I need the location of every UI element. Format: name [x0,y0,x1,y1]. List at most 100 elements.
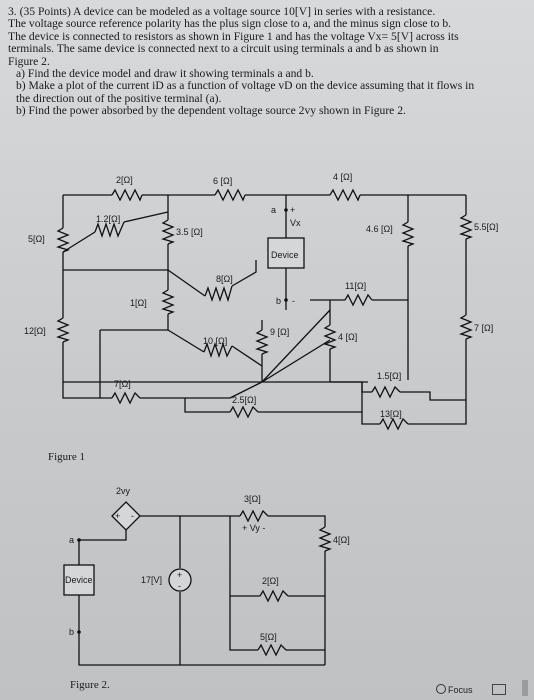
label-4-6ohm: 4.6 [Ω] [366,224,393,234]
resistor-2ohm [259,589,289,603]
wire [62,382,230,399]
label-5ohm: 5[Ω] [28,234,45,244]
resistor-4ohm-top [329,188,361,202]
label-7ohm-right: 7 [Ω] [474,323,493,333]
problem-statement: 3. (35 Points) A device can be modeled a… [8,5,528,118]
resistor-2-5ohm [229,405,259,419]
label-10ohm: 10 [Ω] [203,336,227,346]
minus-sign: - [292,296,295,306]
focus-icon [436,684,446,694]
label-vy: + Vy - [242,523,265,533]
resistor-1-5ohm [371,385,401,399]
plus-sign: + [115,511,120,521]
plus-sign: + [290,205,295,215]
terminal-b: b [276,296,281,306]
voltage-source-17v [168,568,192,592]
resistor-13ohm [379,417,409,431]
resistor-5ohm [56,227,70,253]
figure-2: + - + - 2vy 3[Ω] + Vy - 4[Ω] 17[V] 2[Ω] … [63,486,350,691]
label-17v: 17[V] [141,575,162,585]
resistor-3ohm [239,509,269,523]
label-8ohm: 8[Ω] [216,274,233,284]
problem-line: The device is connected to resistors as … [8,29,459,43]
problem-line: a) Find the device model and draw it sho… [16,67,314,81]
label-13ohm: 13[Ω] [380,409,402,419]
label-7ohm: 7[Ω] [114,379,131,389]
read-mode-icon[interactable] [492,684,506,695]
resistor-5-5ohm [459,214,473,240]
label-4ohm-top: 4 [Ω] [333,172,352,182]
resistor-12ohm [56,317,70,343]
problem-line: b) Find the power absorbed by the depend… [16,104,406,118]
wire [140,515,326,665]
terminal-b: b [69,627,74,637]
resistor-8ohm [204,285,233,303]
label-device: Device [65,575,93,585]
wire [330,381,466,401]
label-2ohm: 2[Ω] [262,576,279,586]
label-2ohm: 2[Ω] [116,175,133,185]
resistor-10ohm [203,341,233,359]
terminal-a: a [271,205,276,215]
resistor-9ohm [255,329,269,355]
plus-sign: + [177,570,182,580]
resistor-1-2ohm [94,221,125,239]
problem-line: The voltage source reference polarity ha… [8,17,452,31]
resistor-5ohm [257,643,287,657]
label-12ohm: 12[Ω] [24,326,46,336]
label-3ohm: 3[Ω] [244,494,261,504]
label-4ohm: 4[Ω] [333,535,350,545]
wire [79,530,127,541]
wire [229,381,263,399]
resistor-4ohm [318,526,332,552]
figure-1-caption: Figure 1 [48,451,85,463]
resistor-6ohm [214,188,246,202]
figure-2-caption: Figure 2. [70,679,110,691]
resistor-1ohm [161,289,175,315]
wire [361,400,467,425]
problem-line: b) Make a plot of the current iD as a fu… [16,79,475,93]
label-1-5ohm: 1.5[Ω] [377,371,401,381]
wire [167,329,263,367]
resistor-4-6ohm [401,221,415,247]
label-6ohm: 6 [Ω] [213,176,232,186]
wire [78,540,325,666]
problem-line: the direction out of the positive termin… [16,91,222,105]
label-2vy: 2vy [116,486,131,496]
focus-label: Focus [448,685,473,695]
label-11ohm: 11[Ω] [345,281,366,291]
label-4ohm-mid: 4 [Ω] [338,332,357,342]
wire [261,309,331,383]
resistor-7ohm [111,391,141,405]
label-9ohm: 9 [Ω] [270,327,289,337]
focus-mode-button[interactable]: Focus [436,684,473,695]
resistor-11ohm [344,293,373,307]
resistor-4ohm-mid [323,324,337,350]
wire [229,596,325,651]
label-3-5ohm: 3.5 [Ω] [176,227,203,237]
label-vx: Vx [290,218,301,228]
terminal-a: a [69,535,74,545]
wire [184,382,363,413]
label-device: Device [271,250,299,260]
problem-line: 3. (35 Points) A device can be modeled a… [8,5,436,18]
resistor-3-5ohm [161,219,175,245]
problem-line: Figure 2. [8,54,50,68]
scrollbar[interactable] [522,680,528,696]
label-2-5ohm: 2.5[Ω] [232,395,256,405]
problem-line: terminals. The same device is connected … [8,42,439,56]
label-5ohm: 5[Ω] [260,632,277,642]
minus-sign: - [131,511,134,521]
minus-sign: - [178,581,181,591]
resistor-2ohm [111,188,143,202]
wire [100,212,169,331]
label-1ohm: 1[Ω] [130,298,147,308]
wire [167,260,257,297]
dependent-voltage-source [111,501,141,531]
resistor-7ohm-right [459,314,473,340]
label-1-2ohm: 1.2[Ω] [96,214,120,224]
label-5-5ohm: 5.5[Ω] [474,222,498,232]
figure-1: 2[Ω] 6 [Ω] 4 [Ω] 1.2[Ω] 5[Ω] 3.5 [Ω] 4.6… [24,172,498,463]
